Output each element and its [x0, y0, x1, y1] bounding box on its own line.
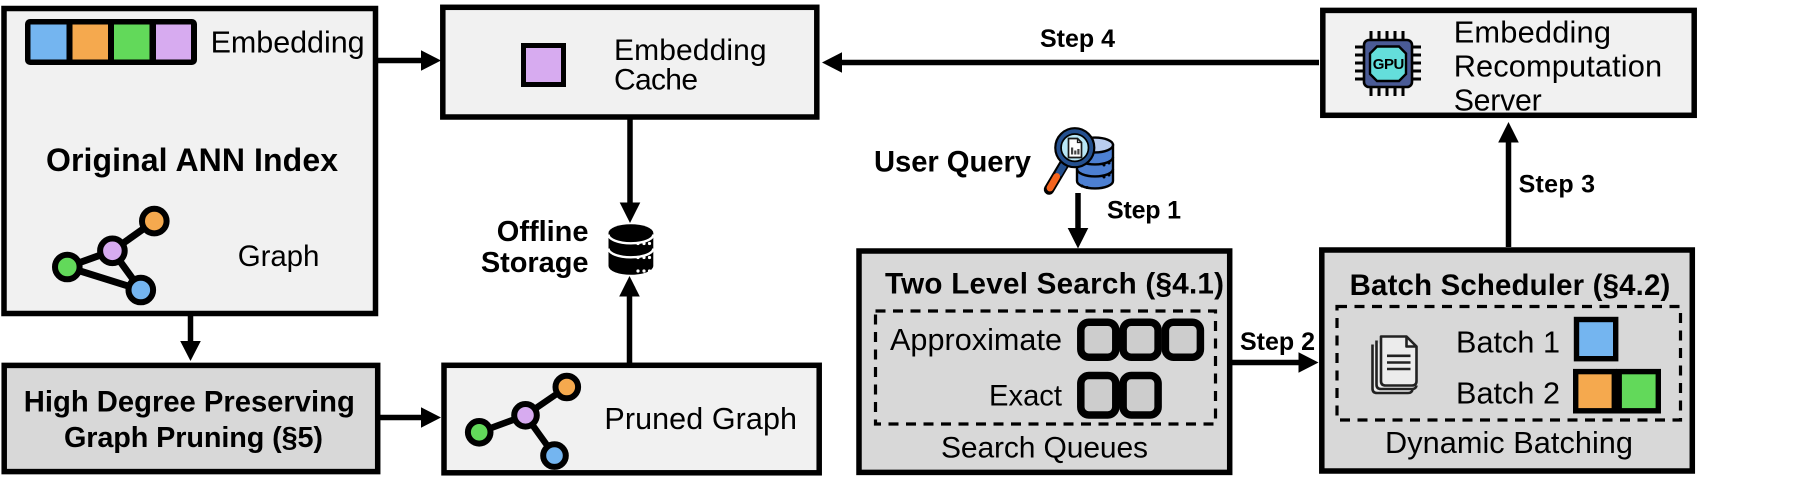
svg-text:Batch Scheduler (§4.2): Batch Scheduler (§4.2) — [1350, 269, 1671, 302]
svg-text:Embedding: Embedding — [1454, 14, 1611, 49]
svg-text:Graph: Graph — [238, 240, 320, 273]
svg-text:Embedding: Embedding — [211, 26, 365, 60]
svg-text:Batch 2: Batch 2 — [1456, 377, 1560, 411]
svg-text:Original ANN Index: Original ANN Index — [46, 142, 338, 178]
svg-text:Cache: Cache — [614, 64, 698, 97]
svg-text:User Query: User Query — [874, 147, 1032, 179]
svg-text:Server: Server — [1454, 85, 1542, 118]
svg-text:Exact: Exact — [989, 380, 1062, 412]
svg-text:Offline: Offline — [497, 216, 589, 248]
svg-text:GPU: GPU — [1373, 56, 1404, 73]
svg-text:High Degree Preserving: High Degree Preserving — [24, 387, 355, 419]
svg-text:Step 1: Step 1 — [1107, 197, 1181, 225]
svg-text:Step 4: Step 4 — [1040, 25, 1115, 53]
svg-text:Dynamic Batching: Dynamic Batching — [1385, 425, 1633, 460]
svg-text:Recomputation: Recomputation — [1454, 48, 1662, 83]
svg-text:Approximate: Approximate — [890, 323, 1062, 357]
svg-text:Storage: Storage — [481, 247, 589, 279]
svg-text:Pruned Graph: Pruned Graph — [604, 402, 797, 436]
svg-text:Search Queues: Search Queues — [941, 432, 1148, 465]
svg-text:Step 2: Step 2 — [1240, 328, 1315, 356]
svg-text:Two Level Search (§4.1): Two Level Search (§4.1) — [885, 268, 1224, 301]
svg-text:Embedding: Embedding — [614, 34, 767, 67]
svg-text:Graph Pruning (§5): Graph Pruning (§5) — [64, 422, 323, 454]
svg-text:Batch 1: Batch 1 — [1456, 326, 1560, 360]
svg-text:Step 3: Step 3 — [1519, 171, 1595, 199]
